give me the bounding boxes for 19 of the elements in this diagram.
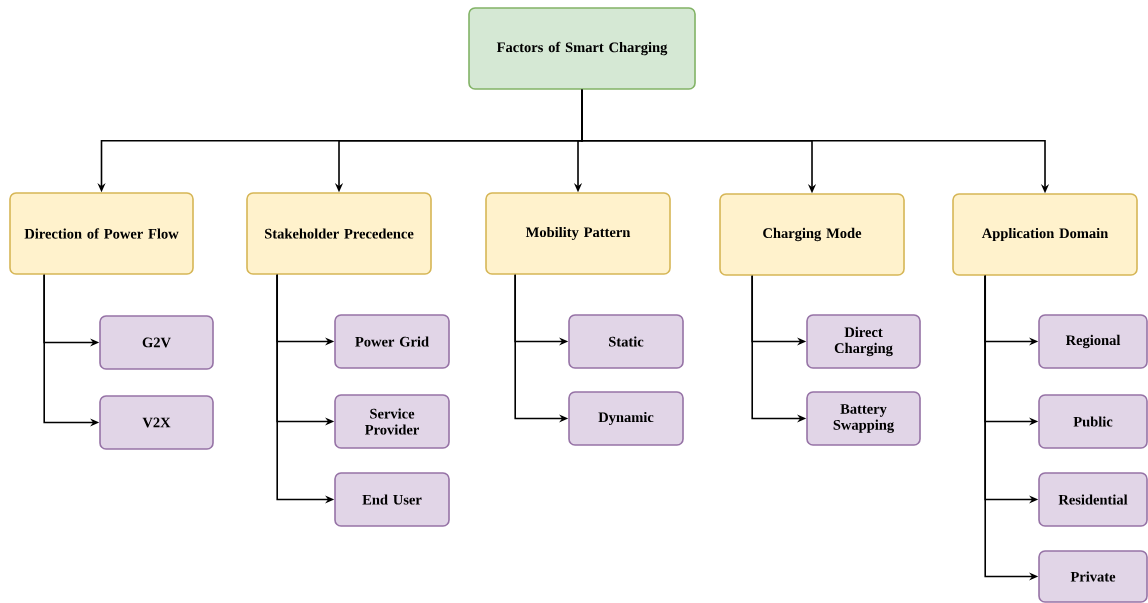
category-box: Charging Mode [719, 193, 905, 276]
item-box: G2V [99, 315, 214, 370]
item-box: Public [1038, 394, 1148, 449]
item-box: Regional [1038, 314, 1148, 369]
category-box: Direction of Power Flow [9, 192, 194, 275]
category-box: Stakeholder Precedence [246, 192, 432, 275]
item-box: Direct Charging [806, 314, 921, 369]
item-box: Dynamic [568, 391, 684, 446]
item-box: Private [1038, 550, 1148, 603]
item-box: End User [334, 472, 450, 527]
root-box: Factors of Smart Charging [468, 7, 696, 90]
item-box: Static [568, 314, 684, 369]
category-box: Application Domain [952, 193, 1138, 276]
item-box: Battery Swapping [806, 391, 921, 446]
category-box: Mobility Pattern [485, 192, 671, 275]
item-box: Power Grid [334, 314, 450, 369]
item-box: Residential [1038, 472, 1148, 527]
item-box: Service Provider [334, 394, 450, 449]
item-box: V2X [99, 395, 214, 450]
